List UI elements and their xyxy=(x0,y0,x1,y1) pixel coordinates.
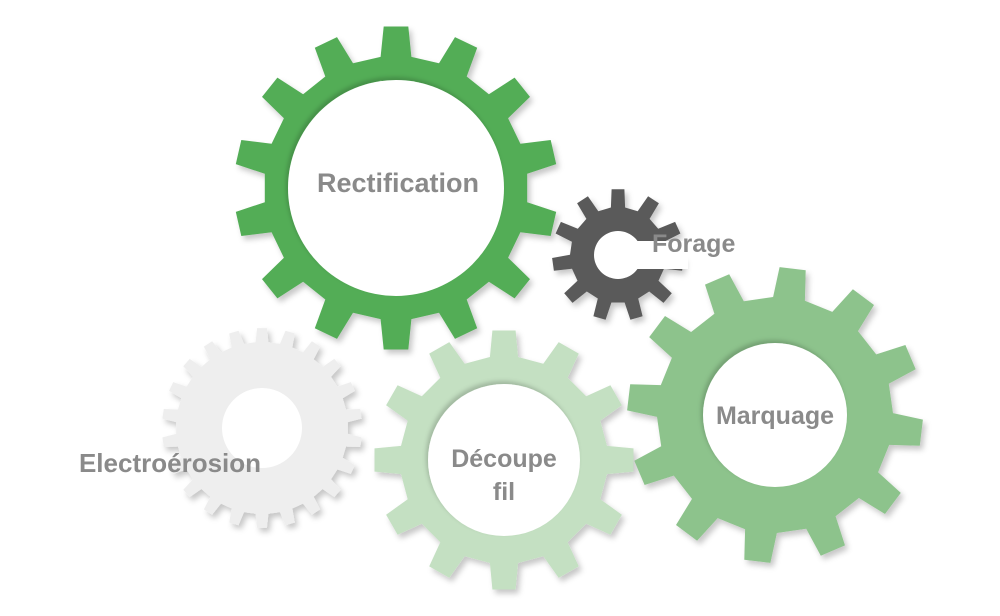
label-rectification: Rectification xyxy=(317,168,479,198)
gear-marquage xyxy=(627,267,923,563)
gear-electroerosion xyxy=(162,328,362,528)
gear-marquage-hole xyxy=(703,343,847,487)
gear-decoupe-fil-hole xyxy=(428,384,580,536)
label-electroerosion: Electroérosion xyxy=(79,448,261,478)
gear-rectification-hole xyxy=(288,80,504,296)
gear-forage xyxy=(552,189,688,320)
label-decoupe-line2: fil xyxy=(493,478,515,506)
label-marquage: Marquage xyxy=(716,402,834,430)
gear-decoupe-fil xyxy=(374,330,634,590)
gear-electroerosion-hole xyxy=(222,388,302,468)
gear-forage-notch xyxy=(618,241,688,269)
label-decoupe-line1: Découpe xyxy=(451,445,557,473)
gear-rectification xyxy=(235,26,557,350)
label-forage: Forage xyxy=(652,230,735,258)
